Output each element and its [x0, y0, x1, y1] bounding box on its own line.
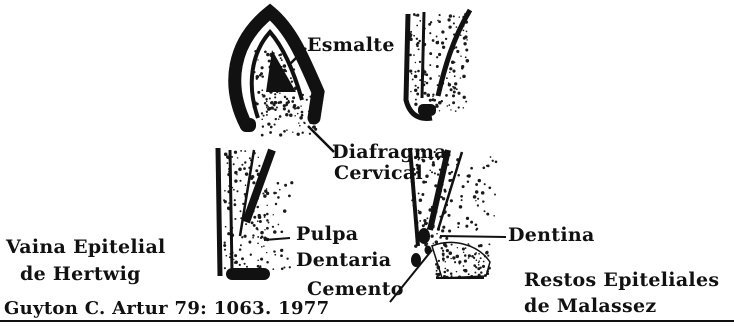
label-diafragma-line1: Diafragma [332, 143, 447, 162]
label-de-malassez: de Malassez [524, 297, 656, 316]
label-pulpa: Pulpa [296, 225, 358, 244]
sheath-root-tip [226, 268, 270, 280]
label-esmalte: Esmalte [307, 36, 395, 55]
label-cemento: Cemento [307, 280, 404, 299]
leader-dentina [440, 236, 506, 237]
sheath-middle-line [230, 150, 232, 272]
partial-outer-wall [406, 14, 432, 118]
cervical-loop-left [240, 118, 256, 132]
label-dentina: Dentina [508, 226, 595, 245]
sheath-dentin-band [246, 150, 272, 222]
epithelial-rest-1 [418, 228, 430, 244]
label-dentaria: Dentaria [296, 251, 391, 270]
partial-inner-wall [422, 12, 424, 98]
citation: Guyton C. Artur 79: 1063. 1977 [4, 300, 329, 318]
partial-base [418, 104, 436, 116]
tooth-crown-panel [235, 12, 318, 132]
label-diafragma-line2: Cervical [334, 164, 423, 183]
leader-diafragma [308, 126, 334, 152]
tooth-partial-panel [406, 10, 470, 118]
label-restos-epiteliales: Restos Epiteliales [524, 271, 719, 290]
sheath-outer-line [218, 148, 220, 276]
label-vaina-epitelial: Vaina Epitelial [6, 238, 166, 257]
label-de-hertwig: de Hertwig [20, 265, 141, 284]
